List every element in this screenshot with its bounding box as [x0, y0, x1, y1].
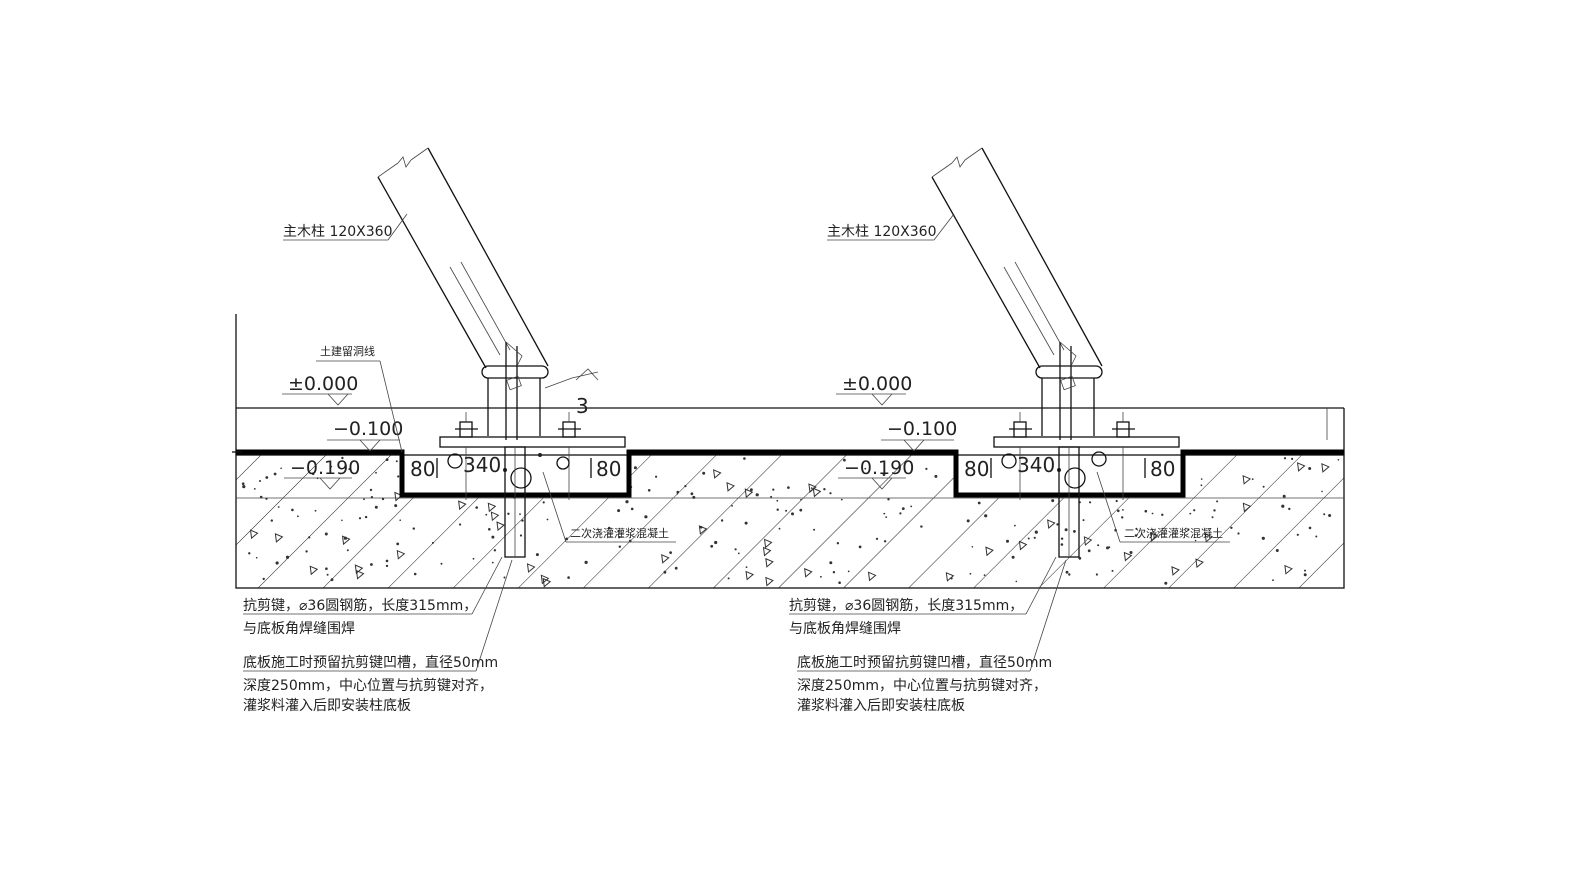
shear-key-note-2: 与底板角焊缝围焊 [789, 621, 901, 637]
floor-band [232, 314, 1345, 498]
timber-column [377, 147, 549, 369]
column-base-detail-1: 3 80 340 80 [243, 147, 676, 714]
steel-connector [1035, 341, 1103, 440]
elevation-low: −0.190 [284, 457, 360, 490]
shear-key-note-2: 与底板角焊缝围焊 [243, 621, 355, 637]
column-label: 主木柱 120X360 [283, 224, 392, 240]
dim-left: 80 [410, 457, 435, 481]
base-plate [439, 412, 626, 500]
svg-text:−0.190: −0.190 [290, 457, 360, 479]
elevation-mid: −0.100 [327, 418, 403, 452]
svg-text:±0.000: ±0.000 [842, 373, 912, 395]
aggregate-speckles [241, 456, 1340, 588]
dim-right: 80 [596, 457, 621, 481]
recess-note-2: 深度250mm，中心位置与抗剪键对齐， [243, 678, 493, 694]
elevation-top: ±0.000 [836, 373, 912, 406]
column-base-detail-2: 80 340 80 ±0.000 −0.100 −0.190 主木柱 120X3… [789, 147, 1230, 714]
opening-line-label: 土建留洞线 [320, 344, 375, 358]
recess-note-1: 底板施工时预留抗剪键凹槽，直径50mm [797, 654, 1052, 671]
column-label: 主木柱 120X360 [827, 224, 936, 240]
elevation-mid: −0.100 [881, 418, 957, 452]
shear-key [1058, 446, 1080, 558]
dim-middle: 340 [463, 453, 501, 477]
recess-note-3: 灌浆料灌入后即安装柱底板 [797, 698, 965, 714]
dim-left: 80 [964, 457, 989, 481]
svg-text:−0.100: −0.100 [887, 418, 957, 440]
svg-text:−0.190: −0.190 [844, 457, 914, 479]
timber-column [931, 147, 1103, 369]
recess-note-3: 灌浆料灌入后即安装柱底板 [243, 698, 411, 714]
svg-text:−0.100: −0.100 [333, 418, 403, 440]
base-plate [993, 412, 1180, 500]
dim-middle: 340 [1017, 453, 1055, 477]
elevation-top: ±0.000 [282, 373, 358, 406]
shear-key-note-1: 抗剪键，⌀36圆钢筋，长度315mm， [243, 597, 477, 614]
shear-key-note-1: 抗剪键，⌀36圆钢筋，长度315mm， [789, 597, 1023, 614]
dim-right: 80 [1150, 457, 1175, 481]
elevation-low: −0.190 [838, 457, 914, 490]
recess-note-2: 深度250mm，中心位置与抗剪键对齐， [797, 678, 1047, 694]
steel-connector: 3 [481, 341, 599, 440]
shear-key [504, 446, 526, 558]
grout-label: 二次浇灌灌浆混凝土 [1124, 526, 1223, 540]
weld-mark: 3 [576, 394, 589, 418]
recess-note-1: 底板施工时预留抗剪键凹槽，直径50mm [243, 654, 498, 671]
grout-label: 二次浇灌灌浆混凝土 [570, 526, 669, 540]
svg-text:±0.000: ±0.000 [288, 373, 358, 395]
